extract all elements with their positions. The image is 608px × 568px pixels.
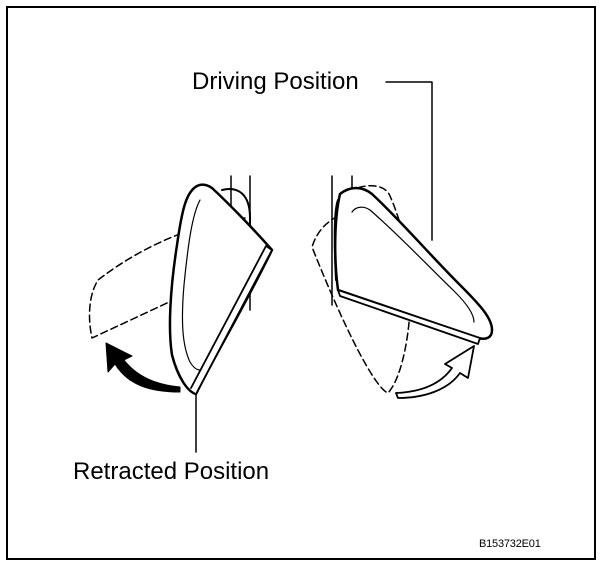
left-mirror-housing (168, 183, 274, 396)
right-rotation-arrow-icon (395, 345, 475, 399)
figure-code: B153732E01 (479, 538, 541, 550)
right-dashed-retracted-outline (311, 185, 412, 394)
right-mirror-face-edge (337, 289, 481, 345)
left-mirror-glass (181, 199, 207, 371)
right-mirror (311, 81, 494, 399)
left-mirror-face-edge (190, 245, 273, 395)
right-back-housing (333, 199, 339, 281)
driving-position-label: Driving Position (192, 68, 359, 95)
driving-leader-line (385, 81, 433, 241)
right-mirror-glass (351, 206, 475, 323)
left-rotation-arrow-icon (105, 342, 181, 393)
figure-frame (6, 6, 596, 560)
left-back-housing (221, 188, 251, 251)
left-mirror (88, 175, 274, 453)
retracted-position-label: Retracted Position (73, 458, 270, 485)
